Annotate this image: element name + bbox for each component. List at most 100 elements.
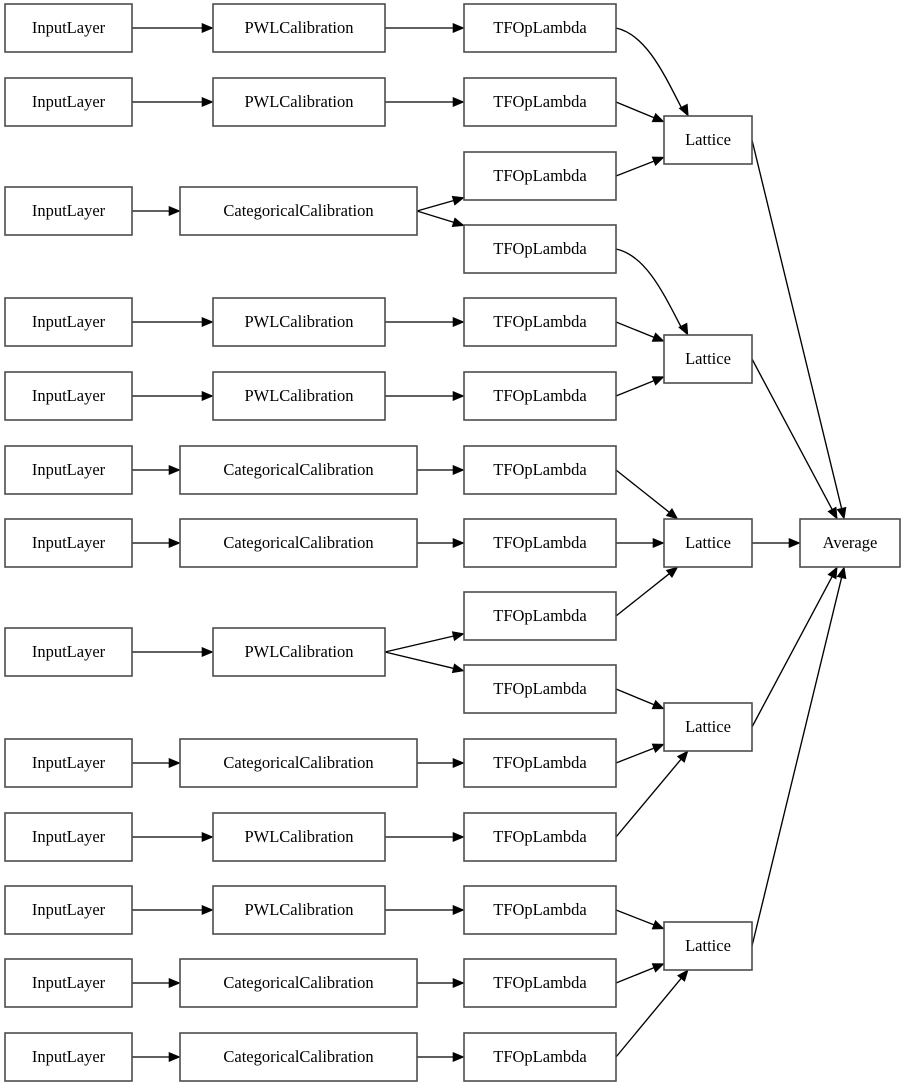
node-rect (4, 297, 133, 347)
edge-cal13-to-op15 (417, 1051, 465, 1063)
arrowhead-icon (665, 566, 679, 578)
arrowhead-icon (827, 566, 838, 580)
edge-in8-to-cal8 (132, 646, 214, 658)
arrowhead-icon (651, 699, 665, 710)
arrowhead-icon (651, 332, 665, 342)
edge-cal12-to-op14 (417, 977, 465, 989)
node-tfop-lambda-op1[interactable]: TFOpLambda (463, 3, 617, 53)
node-tfop-lambda-op6[interactable]: TFOpLambda (463, 371, 617, 421)
node-label: CategoricalCalibration (223, 460, 373, 479)
edge-in9-to-cal9 (132, 757, 181, 769)
node-tfop-lambda-op4[interactable]: TFOpLambda (463, 224, 617, 274)
node-tfop-lambda-op8[interactable]: TFOpLambda (463, 518, 617, 568)
node-tfop-lambda-op14[interactable]: TFOpLambda (463, 958, 617, 1008)
node-input-layer-in7[interactable]: InputLayer (4, 518, 133, 568)
node-input-layer-in13[interactable]: InputLayer (4, 1032, 133, 1082)
node-pwlcalibration-cal2[interactable]: PWLCalibration (212, 77, 386, 127)
node-label: Average (823, 533, 878, 552)
node-input-layer-in6[interactable]: InputLayer (4, 445, 133, 495)
node-tfop-lambda-op13[interactable]: TFOpLambda (463, 885, 617, 935)
arrowhead-icon (452, 22, 465, 34)
node-lattice-lat2[interactable]: Lattice (663, 334, 753, 384)
node-label: TFOpLambda (493, 606, 587, 625)
node-tfop-lambda-op7[interactable]: TFOpLambda (463, 445, 617, 495)
node-input-layer-in1[interactable]: InputLayer (4, 3, 133, 53)
edge-line (615, 747, 655, 764)
node-input-layer-in3[interactable]: InputLayer (4, 186, 133, 236)
node-label: TFOpLambda (493, 239, 587, 258)
node-tfop-lambda-op11[interactable]: TFOpLambda (463, 738, 617, 788)
node-pwlcalibration-cal1[interactable]: PWLCalibration (212, 3, 386, 53)
edge-line (615, 978, 682, 1058)
node-lattice-lat3[interactable]: Lattice (663, 518, 753, 568)
node-rect (4, 518, 133, 568)
node-rect (463, 958, 617, 1008)
arrowhead-icon (201, 390, 214, 402)
node-tfop-lambda-op9[interactable]: TFOpLambda (463, 591, 617, 641)
edge-line (416, 210, 454, 223)
node-input-layer-in12[interactable]: InputLayer (4, 958, 133, 1008)
arrowhead-icon (168, 205, 181, 217)
node-rect (4, 1032, 133, 1082)
node-categorical-calibration-cal9[interactable]: CategoricalCalibration (179, 738, 418, 788)
node-label: InputLayer (32, 460, 106, 479)
node-average-avg[interactable]: Average (799, 518, 901, 568)
node-input-layer-in10[interactable]: InputLayer (4, 812, 133, 862)
node-lattice-lat4[interactable]: Lattice (663, 702, 753, 752)
node-categorical-calibration-cal12[interactable]: CategoricalCalibration (179, 958, 418, 1008)
node-pwlcalibration-cal4[interactable]: PWLCalibration (212, 297, 386, 347)
edge-lat2-to-avg (751, 358, 838, 520)
node-tfop-lambda-op3[interactable]: TFOpLambda (463, 151, 617, 201)
node-categorical-calibration-cal3[interactable]: CategoricalCalibration (179, 186, 418, 236)
node-tfop-lambda-op15[interactable]: TFOpLambda (463, 1032, 617, 1082)
edge-op15-to-lat5 (615, 969, 689, 1058)
node-tfop-lambda-op2[interactable]: TFOpLambda (463, 77, 617, 127)
node-rect (463, 664, 617, 714)
node-tfop-lambda-op12[interactable]: TFOpLambda (463, 812, 617, 862)
node-pwlcalibration-cal8[interactable]: PWLCalibration (212, 627, 386, 677)
node-input-layer-in4[interactable]: InputLayer (4, 297, 133, 347)
arrowhead-icon (651, 156, 665, 167)
edge-lat4-to-avg (751, 566, 838, 728)
node-label: InputLayer (32, 18, 106, 37)
arrowhead-icon (452, 831, 465, 843)
node-rect (4, 812, 133, 862)
edge-cal9-to-op11 (417, 757, 465, 769)
node-tfop-lambda-op10[interactable]: TFOpLambda (463, 664, 617, 714)
node-pwlcalibration-cal10[interactable]: PWLCalibration (212, 812, 386, 862)
edge-line (615, 321, 655, 338)
node-pwlcalibration-cal5[interactable]: PWLCalibration (212, 371, 386, 421)
node-categorical-calibration-cal13[interactable]: CategoricalCalibration (179, 1032, 418, 1082)
node-categorical-calibration-cal7[interactable]: CategoricalCalibration (179, 518, 418, 568)
node-label: Lattice (685, 717, 731, 736)
node-input-layer-in2[interactable]: InputLayer (4, 77, 133, 127)
node-input-layer-in11[interactable]: InputLayer (4, 885, 133, 935)
node-input-layer-in8[interactable]: InputLayer (4, 627, 133, 677)
arrowhead-icon (827, 506, 838, 520)
node-tfop-lambda-op5[interactable]: TFOpLambda (463, 297, 617, 347)
arrowhead-icon (452, 96, 465, 108)
node-rect (663, 518, 753, 568)
edge-in6-to-cal6 (132, 464, 181, 476)
node-rect (212, 371, 386, 421)
node-input-layer-in5[interactable]: InputLayer (4, 371, 133, 421)
node-categorical-calibration-cal6[interactable]: CategoricalCalibration (179, 445, 418, 495)
node-label: InputLayer (32, 642, 106, 661)
node-rect (4, 885, 133, 935)
node-input-layer-in9[interactable]: InputLayer (4, 738, 133, 788)
node-label: PWLCalibration (244, 386, 353, 405)
node-rect (4, 958, 133, 1008)
node-rect (463, 1032, 617, 1082)
arrowhead-icon (788, 537, 801, 549)
arrowhead-icon (168, 1051, 181, 1063)
node-lattice-lat1[interactable]: Lattice (663, 115, 753, 165)
node-pwlcalibration-cal11[interactable]: PWLCalibration (212, 885, 386, 935)
node-rect (212, 77, 386, 127)
node-rect (4, 186, 133, 236)
node-rect (179, 518, 418, 568)
node-rect (663, 115, 753, 165)
node-rect (4, 738, 133, 788)
edge-line (615, 573, 670, 617)
node-lattice-lat5[interactable]: Lattice (663, 921, 753, 971)
